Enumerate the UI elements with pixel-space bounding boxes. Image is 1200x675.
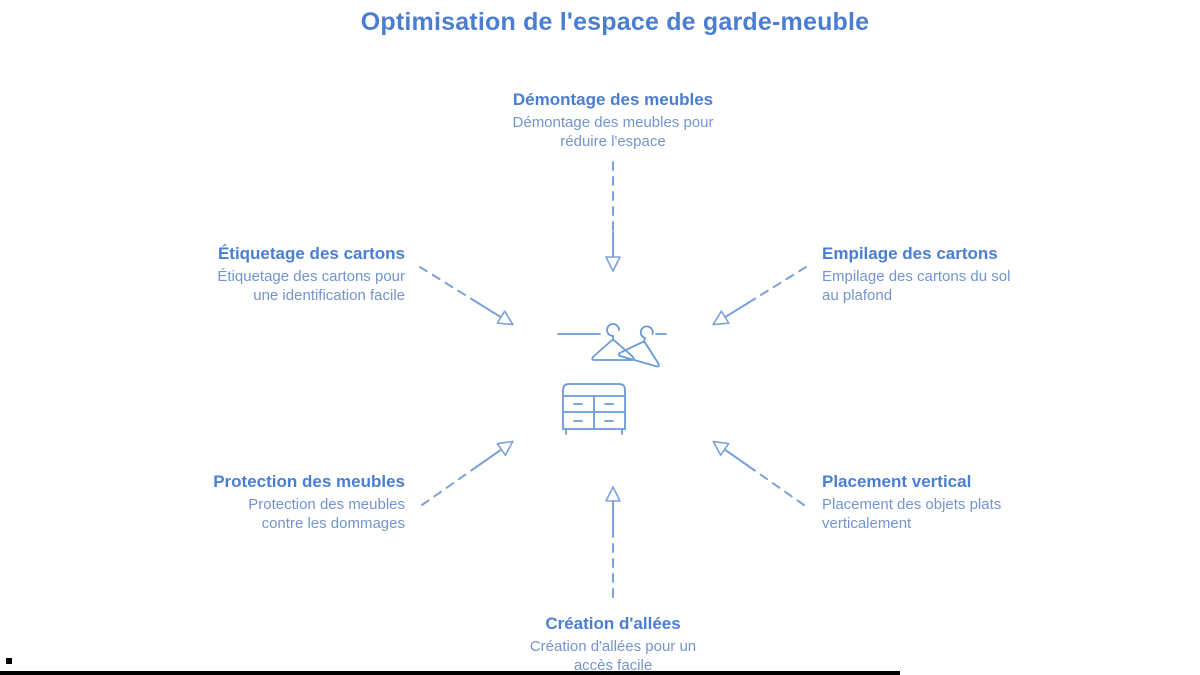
- node-protection-label: Protection des meubles: [213, 472, 405, 491]
- node-creation-label: Création d'allées: [545, 614, 681, 633]
- node-empilage: Empilage des cartons Empilage des carton…: [822, 244, 1032, 305]
- node-empilage-description: Empilage des cartons du sol au plafond: [822, 268, 1011, 304]
- arrow-protection: [421, 440, 514, 506]
- node-placement-label: Placement vertical: [822, 472, 972, 491]
- node-etiquetage-label: Étiquetage des cartons: [217, 244, 405, 263]
- hanger-icon: [591, 323, 635, 361]
- arrow-empilage: [712, 266, 807, 326]
- node-demontage: Démontage des meubles Démontage des meub…: [493, 90, 733, 151]
- node-demontage-description: Démontage des meubles pour réduire l'esp…: [512, 114, 714, 150]
- dresser-icon: [562, 383, 626, 435]
- node-etiquetage: Étiquetage des cartons Étiquetage des ca…: [165, 244, 405, 305]
- node-protection-description: Protection des meubles contre les dommag…: [248, 496, 405, 532]
- node-placement-description: Placement des objets plats verticalement: [822, 496, 1002, 532]
- arrow-placement: [712, 440, 805, 506]
- dresser-with-hangers-icon: [557, 319, 670, 435]
- footer-bar: [0, 671, 900, 675]
- page-title: Optimisation de l'espace de garde-meuble: [360, 8, 870, 36]
- node-protection: Protection des meubles Protection des me…: [165, 472, 405, 533]
- arrow-etiquetage: [419, 266, 514, 326]
- stray-dot: [6, 658, 12, 664]
- node-etiquetage-description: Étiquetage des cartons pour une identifi…: [217, 268, 405, 304]
- node-creation-description: Création d'allées pour un accès facile: [529, 638, 697, 674]
- node-demontage-label: Démontage des meubles: [512, 90, 714, 109]
- node-placement: Placement vertical Placement des objets …: [822, 472, 1032, 533]
- node-creation: Création d'allées Création d'allées pour…: [493, 614, 733, 675]
- node-empilage-label: Empilage des cartons: [822, 244, 998, 263]
